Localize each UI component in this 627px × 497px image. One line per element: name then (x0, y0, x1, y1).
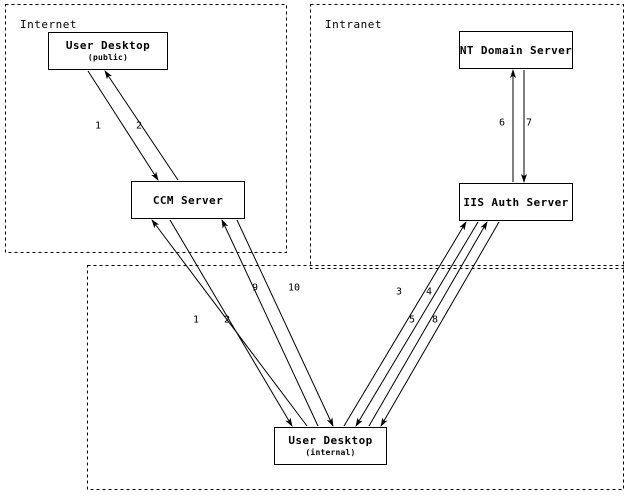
edge-label-edge-10: 10 (287, 282, 301, 294)
edge-label-edge-6: 6 (498, 117, 506, 129)
edge-label-edge-4: 4 (425, 286, 433, 298)
node-nt-domain-server[interactable]: NT Domain Server (459, 31, 573, 69)
node-iis-auth-server[interactable]: IIS Auth Server (459, 183, 573, 221)
edge-edge-1-internal (169, 219, 293, 427)
zone-boundary-internet (5, 4, 287, 253)
edge-label-edge-9: 9 (251, 282, 259, 294)
zone-label-intranet: Intranet (325, 18, 382, 31)
edge-edge-2-internal (151, 219, 308, 427)
zone-label-internet: Internet (20, 18, 77, 31)
edge-label-edge-2-public: 2 (135, 120, 143, 132)
edge-label-edge-3: 3 (395, 286, 403, 298)
node-subtitle-user-desktop-public: (public) (87, 53, 129, 62)
edge-label-edge-1-internal: 1 (192, 314, 200, 326)
edge-edge-8 (380, 221, 500, 427)
node-title-user-desktop-internal: User Desktop (288, 434, 373, 447)
node-subtitle-user-desktop-internal: (internal) (305, 448, 356, 457)
edge-edge-10 (236, 219, 334, 427)
node-title-user-desktop-public: User Desktop (65, 39, 151, 52)
node-user-desktop-public[interactable]: User Desktop(public) (48, 32, 168, 70)
edge-label-edge-2-internal: 2 (223, 314, 231, 326)
edge-label-edge-7: 7 (525, 117, 533, 129)
node-title-nt-domain-server: NT Domain Server (459, 43, 573, 57)
edge-edge-4 (355, 221, 479, 427)
node-title-ccm-server: CCM Server (152, 193, 224, 207)
edge-edge-2-public (104, 70, 179, 181)
zone-boundary-layer (5, 4, 624, 490)
edge-edge-9 (221, 219, 319, 427)
edge-label-edge-1-public: 1 (94, 120, 102, 132)
node-title-iis-auth-server: IIS Auth Server (463, 195, 569, 209)
edge-layer (87, 69, 527, 427)
zone-boundary-internal-zone (87, 265, 624, 490)
edge-label-edge-5: 5 (408, 314, 416, 326)
edge-edge-3 (343, 221, 467, 427)
edge-edge-1-public (87, 70, 159, 181)
edge-label-edge-8: 8 (431, 314, 439, 326)
edge-edge-5 (368, 221, 488, 427)
node-user-desktop-internal[interactable]: User Desktop(internal) (274, 427, 387, 465)
node-ccm-server[interactable]: CCM Server (131, 181, 245, 219)
zone-boundary-intranet (310, 4, 624, 269)
